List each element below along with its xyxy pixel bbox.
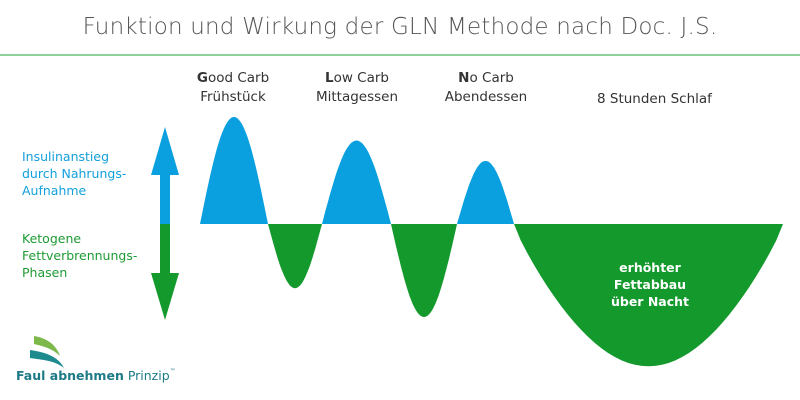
arrow-head-up [151,127,179,175]
double-arrow-icon [151,127,179,320]
label-line: über Nacht [610,294,690,309]
arrow-shaft-up [160,160,170,224]
arrow-shaft-down [160,224,170,284]
label-line: Fettabbau [613,277,687,292]
meal-title: o Carb [469,70,514,86]
label-line: durch Nahrungs- [22,166,127,181]
label-line: Ketogene [22,231,82,246]
meal-subtitle: Abendessen [444,89,528,105]
page-title: Funktion und Wirkung der GLN Methode nac… [82,14,718,40]
insulin-peak [322,140,391,224]
label-line: erhöhter [619,260,681,275]
meal-title: ow Carb [333,70,390,86]
title-divider [0,54,800,56]
trademark: ™ [169,368,176,375]
label-line: Phasen [22,265,68,280]
label-line: Fettverbrennungs- [22,248,138,263]
sleep-label: 8 Stunden Schlaf [597,91,712,107]
meal-subtitle: Mittagessen [315,89,399,105]
brand-bold: Faul abnehmen [16,368,124,383]
fatburn-axis-label: Ketogene Fettverbrennungs- Phasen [22,230,137,281]
label-line: Aufnahme [22,183,87,198]
wave-group [200,117,783,367]
fatburn-trough [514,224,783,367]
meal-initial: L [324,70,334,86]
insulin-peak [457,160,514,224]
label-line: Insulinanstieg [22,149,110,164]
meal-label-breakfast: Good Carb Frühstück [188,69,278,107]
meal-label-lunch: Low Carb Mittagessen [307,69,407,107]
insulin-peak [200,117,268,224]
brand-light: Prinzip [127,368,170,383]
leaf-logo-icon [30,336,64,368]
meal-initial: N [458,70,470,86]
brand-logo-text: Faul abnehmen Prinzip™ [16,368,176,383]
night-fatburn-label: erhöhter Fettabbau über Nacht [597,259,703,310]
fatburn-trough [268,224,322,289]
insulin-axis-label: Insulinanstieg durch Nahrungs- Aufnahme [22,148,126,199]
fatburn-trough [391,224,457,318]
meal-subtitle: Frühstück [200,89,266,105]
arrow-head-down [151,273,179,320]
meal-initial: G [196,70,208,86]
meal-title: ood Carb [207,70,270,86]
meal-label-dinner: No Carb Abendessen [436,69,536,107]
